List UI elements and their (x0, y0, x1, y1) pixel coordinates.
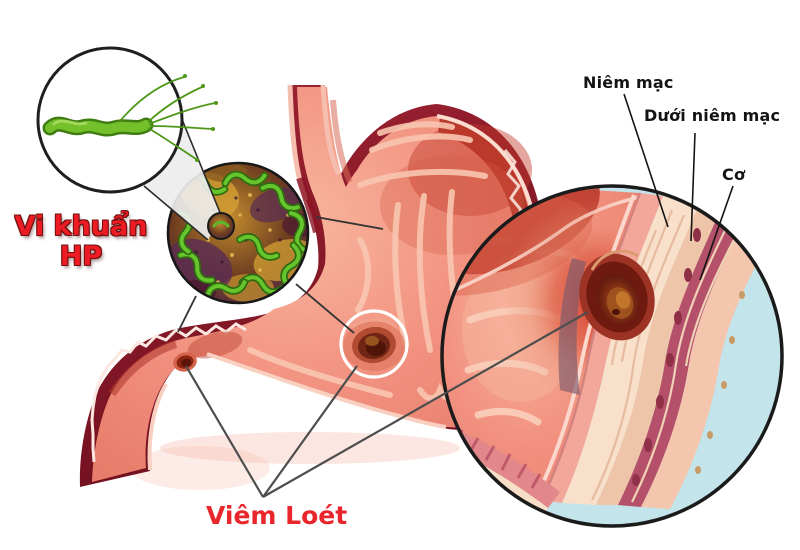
inner-zoom-ring (207, 212, 235, 240)
hp-magnifier-circle (36, 46, 218, 194)
viem-loet-pointer-lines (185, 311, 589, 498)
viem-loet-line-inset (262, 311, 589, 498)
flagella-tips (183, 74, 218, 162)
pointer-lines (177, 93, 734, 498)
duoi-niem-mac-line (690, 132, 696, 242)
bacteria-pointer-lines (177, 216, 384, 334)
stomach-illustration (79, 84, 546, 487)
layer-submucosa (562, 196, 700, 505)
label-vi-khuan-line2: HP (59, 241, 103, 273)
stomach-interior (92, 87, 539, 482)
inset-border (440, 184, 784, 528)
co-line (699, 185, 734, 281)
hp-bacterium-icon (42, 74, 218, 162)
fundus-red-shading (438, 118, 534, 382)
label-niem-mac: Niêm mạc (583, 73, 674, 92)
niem-mac-line (623, 93, 669, 228)
left-wall-maroon (296, 176, 321, 234)
viem-loet-line-gastric (262, 365, 358, 498)
bacteria-line-body (315, 216, 384, 230)
layer-muscle (618, 206, 748, 507)
bacteria-line-duodenum (177, 295, 197, 333)
label-viem-loet: Viêm Loét (206, 501, 348, 530)
hp-circle-border (36, 46, 184, 194)
ulcer-highlight-ring (339, 309, 409, 379)
muscle-streaks (631, 219, 739, 503)
muscularis-spots (632, 228, 701, 486)
esophagus-right-edge (320, 84, 342, 176)
duodenal-ulcer (173, 352, 197, 372)
label-vi-khuan-line1: Vi khuẩn (14, 211, 148, 242)
duodenum-zigzag-edge (90, 322, 247, 463)
flagella (119, 76, 216, 160)
duodenum-inner-shade (108, 340, 178, 397)
antrum-bottom-edge (206, 352, 447, 429)
mucosa-edge-line (540, 192, 642, 501)
label-co: Cơ (722, 165, 746, 184)
mucosa-ridge (534, 194, 636, 499)
label-vi-khuan-hp: Vi khuẩn HP (8, 211, 154, 273)
layer-label-lines (623, 93, 734, 281)
stomach-ulcer (343, 318, 405, 371)
cross-section-inset (440, 184, 784, 528)
soft-shadows (130, 432, 460, 490)
duodenum-cut-edge (147, 382, 168, 471)
label-duoi-niem-mac: Dưới niêm mạc (644, 106, 781, 125)
inner-zoom-ring-fill (208, 213, 234, 239)
photo-circle-border (166, 161, 310, 305)
viem-loet-line-duodenal (185, 365, 264, 498)
bacteria-line-ulcer (295, 283, 355, 334)
layer-serosa (641, 212, 780, 509)
esophagus-lumen-shade (330, 99, 353, 184)
inset-ulcer-crater (558, 249, 655, 395)
